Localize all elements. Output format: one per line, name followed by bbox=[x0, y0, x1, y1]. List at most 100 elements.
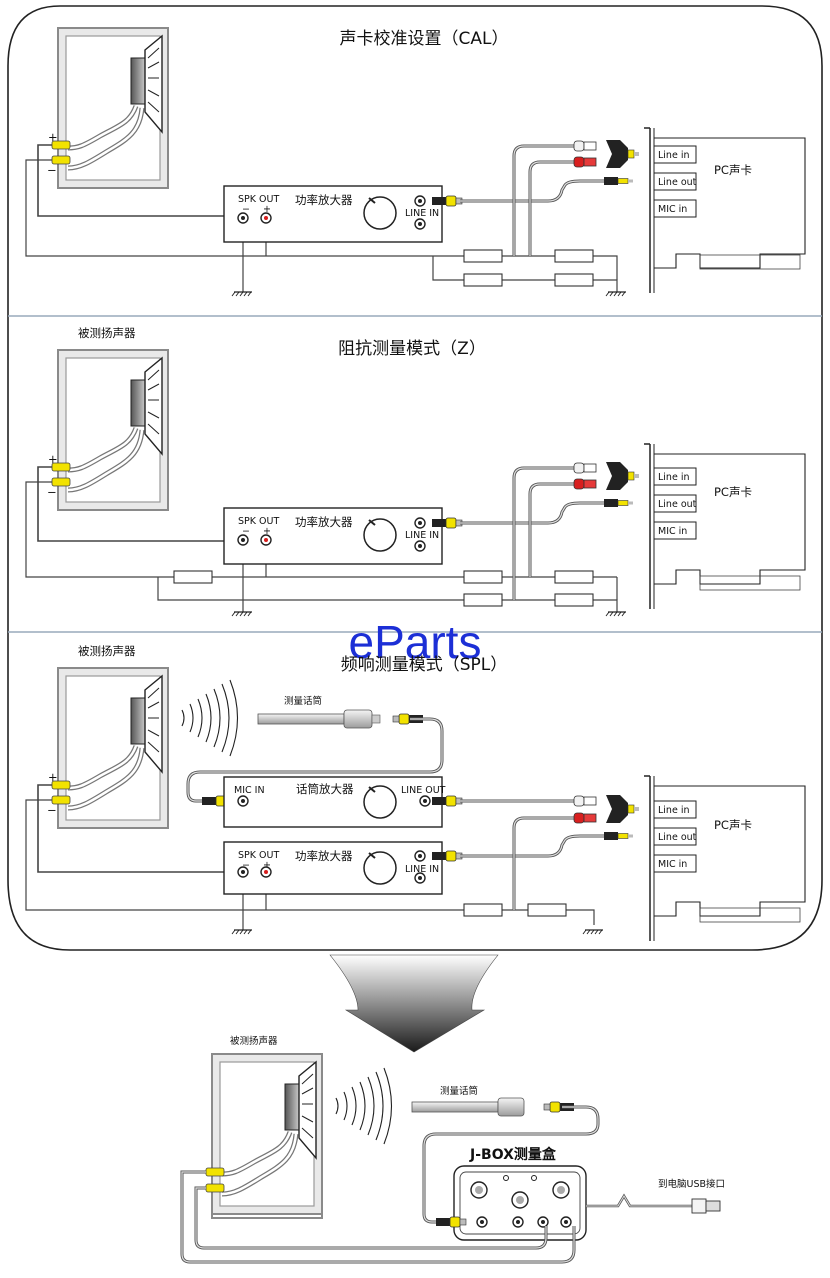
spk-out-label: SPK OUT bbox=[238, 516, 279, 527]
line-in-jack bbox=[414, 195, 426, 207]
speaker-label: 被测扬声器 bbox=[78, 644, 136, 658]
rca-plug-white bbox=[573, 140, 597, 152]
panel-jbox: 被测扬声器 测量话筒 J-BOX测量盒 bbox=[180, 1035, 725, 1264]
top-frame bbox=[7, 5, 823, 951]
panel-spl: 被测扬声器 eParts 频响测量模式（SPL） + − 测量话筒 MIC IN… bbox=[25, 616, 806, 942]
line-out-label: LINE OUT bbox=[401, 785, 446, 796]
resistor bbox=[554, 273, 594, 287]
port-line-in: Line in bbox=[658, 150, 689, 161]
volume-knob bbox=[363, 851, 397, 885]
spk-out-minus-jack bbox=[237, 534, 249, 546]
mic-label: 测量话筒 bbox=[440, 1085, 478, 1097]
speaker-terminal bbox=[205, 1167, 225, 1177]
rca-plug-white bbox=[573, 462, 597, 474]
speaker-cabinet bbox=[58, 668, 168, 828]
power-amplifier bbox=[223, 841, 443, 895]
line-in-label: LINE IN bbox=[405, 530, 439, 541]
power-amplifier bbox=[223, 507, 443, 565]
port-line-in: Line in bbox=[658, 472, 689, 483]
speaker-cabinet bbox=[212, 1054, 322, 1214]
down-arrow-icon bbox=[329, 954, 499, 1053]
port-mic-in: MIC in bbox=[658, 526, 687, 537]
power-amplifier bbox=[223, 185, 443, 243]
volume-knob bbox=[363, 785, 397, 819]
port-box bbox=[653, 199, 697, 218]
minus-sign: − bbox=[47, 803, 57, 817]
rca-plug-red bbox=[573, 812, 597, 824]
mic-in-label: MIC IN bbox=[234, 785, 265, 796]
jack bbox=[414, 540, 426, 552]
speaker-label: 被测扬声器 bbox=[230, 1035, 278, 1047]
resistor bbox=[554, 249, 594, 263]
usb-label: 到电脑USB接口 bbox=[658, 1178, 725, 1190]
card-edge bbox=[699, 575, 801, 591]
plus-sign: + bbox=[48, 452, 58, 466]
spk-out-label: SPK OUT bbox=[238, 850, 279, 861]
jbox-label: J-BOX测量盒 bbox=[469, 1146, 557, 1163]
spk-out-label: SPK OUT bbox=[238, 194, 279, 205]
minus-sign: − bbox=[242, 860, 250, 871]
mic-label: 测量话筒 bbox=[284, 695, 322, 707]
amp-label: 功率放大器 bbox=[295, 515, 353, 529]
speaker-cabinet bbox=[58, 350, 168, 510]
resistor bbox=[463, 570, 503, 584]
resistor bbox=[463, 903, 503, 917]
spk-out-minus-jack bbox=[237, 866, 249, 878]
jack bbox=[414, 218, 426, 230]
resistor bbox=[554, 593, 594, 607]
port-line-out: Line out bbox=[658, 832, 697, 843]
port-box bbox=[653, 827, 697, 846]
measurement-mic-icon bbox=[257, 713, 345, 725]
plus-sign: + bbox=[263, 526, 271, 537]
rca-plug-red bbox=[573, 156, 597, 168]
line-in-label: LINE IN bbox=[405, 208, 439, 219]
measurement-mic-icon bbox=[411, 1101, 499, 1113]
volume-knob bbox=[363, 518, 397, 552]
port-box bbox=[653, 467, 697, 486]
panel-title: 频响测量模式（SPL） bbox=[341, 655, 508, 675]
port-line-in: Line in bbox=[658, 805, 689, 816]
sound-wave-icon bbox=[335, 1067, 393, 1145]
amp-label: 功率放大器 bbox=[295, 849, 353, 863]
line-out-jack bbox=[419, 795, 431, 807]
plus-sign: + bbox=[263, 204, 271, 215]
line-in-jack bbox=[414, 850, 426, 862]
volume-knob bbox=[363, 196, 397, 230]
spk-out-plus-jack bbox=[260, 866, 272, 878]
minus-sign: − bbox=[242, 526, 250, 537]
mic-amp-label: 话筒放大器 bbox=[296, 782, 354, 796]
led-icon bbox=[503, 1175, 509, 1181]
port-box bbox=[653, 145, 697, 164]
resistor bbox=[527, 903, 567, 917]
jack bbox=[512, 1216, 524, 1228]
minus-sign: − bbox=[47, 163, 57, 177]
plus-sign: + bbox=[48, 770, 58, 784]
port-box bbox=[653, 172, 697, 191]
pc-card-label: PC声卡 bbox=[714, 163, 752, 177]
speaker-cabinet bbox=[58, 28, 168, 188]
mic-in-jack bbox=[476, 1216, 488, 1228]
resistor bbox=[463, 249, 503, 263]
minus-sign: − bbox=[242, 204, 250, 215]
port-mic-in: MIC in bbox=[658, 204, 687, 215]
mic-amplifier bbox=[223, 776, 443, 828]
panel-z: 被测扬声器 阻抗测量模式（Z） + − SPK OUT − + 功率放大器 LI… bbox=[25, 326, 806, 617]
minus-sign: − bbox=[47, 485, 57, 499]
resistor bbox=[173, 570, 213, 584]
port-mic-in: MIC in bbox=[658, 859, 687, 870]
resistor bbox=[463, 593, 503, 607]
port-box bbox=[653, 854, 697, 873]
pc-card-label: PC声卡 bbox=[714, 485, 752, 499]
spk-out-plus-jack bbox=[260, 534, 272, 546]
speaker-label: 被测扬声器 bbox=[78, 326, 136, 340]
port-line-out: Line out bbox=[658, 177, 697, 188]
rca-plug-red bbox=[573, 478, 597, 490]
rca-plug-white bbox=[573, 795, 597, 807]
plus-sign: + bbox=[263, 860, 271, 871]
port-box bbox=[653, 494, 697, 513]
spk-out-jack bbox=[560, 1216, 572, 1228]
watermark: eParts bbox=[349, 616, 482, 668]
spk-out-minus-jack bbox=[237, 212, 249, 224]
port-box bbox=[653, 800, 697, 819]
